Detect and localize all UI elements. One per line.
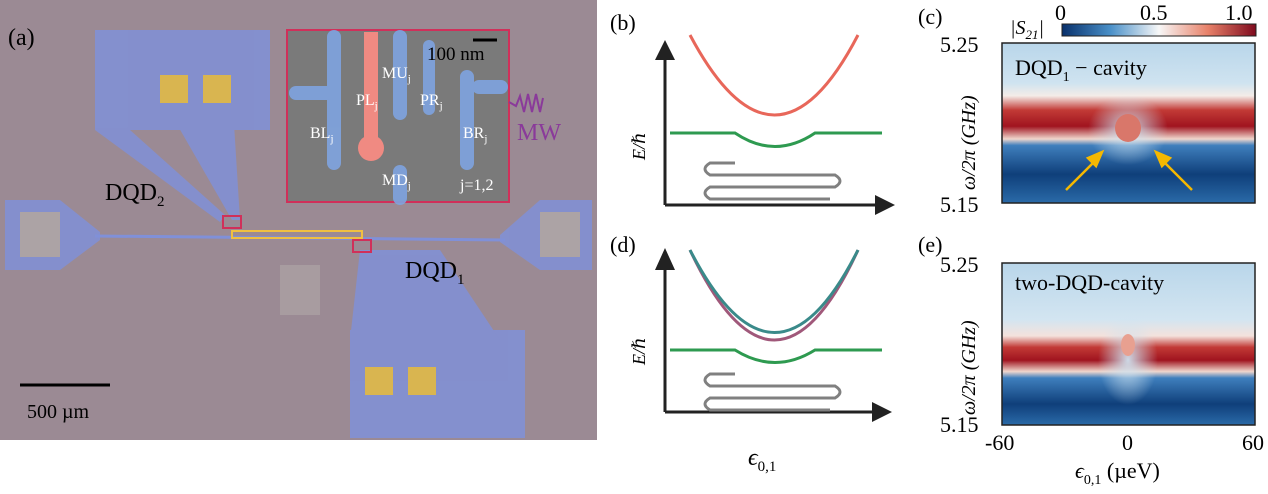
colorbar-tick: 0 bbox=[1055, 0, 1066, 25]
x-axis-arrow-icon bbox=[875, 195, 895, 215]
panel-label-b: (b) bbox=[610, 10, 636, 35]
y-axis-arrow-icon bbox=[655, 248, 675, 270]
arrow-head-icon bbox=[1085, 149, 1105, 169]
bond-pad bbox=[160, 75, 188, 103]
dqd2-box bbox=[222, 215, 242, 229]
y-label-e: ω/2π (GHz) bbox=[958, 320, 980, 415]
x-tick: 0 bbox=[1122, 430, 1133, 455]
dqd2-label: DQD2 bbox=[105, 180, 165, 210]
bond-pad bbox=[203, 75, 231, 103]
drive-signal bbox=[703, 372, 842, 412]
panel-b: (b) E/ℏ bbox=[610, 10, 895, 215]
arrow-head-icon bbox=[1153, 149, 1173, 169]
y-label-c: ω/2π (GHz) bbox=[958, 95, 980, 190]
colorbar-tick: 0.5 bbox=[1140, 0, 1168, 25]
sem-inset: 100 nm BLj PLj MUj PRj BRj MDj j=1,2 MW bbox=[286, 29, 561, 205]
panel-label-e: (e) bbox=[918, 232, 942, 257]
x-axis-arrow-icon bbox=[872, 402, 892, 422]
drive-signal bbox=[703, 161, 842, 201]
index-note: j=1,2 bbox=[459, 177, 493, 194]
inset-scale-label: 100 nm bbox=[427, 44, 485, 65]
cavity-right-port bbox=[500, 200, 592, 270]
x-tick: 60 bbox=[1242, 430, 1264, 455]
plunger-gate bbox=[364, 32, 378, 147]
panel-label-d: (d) bbox=[610, 232, 636, 257]
scale-bar-label: 500 µm bbox=[27, 401, 90, 423]
gate-electrodes bbox=[289, 30, 508, 205]
colorbar-label: |S21| bbox=[1010, 17, 1044, 42]
y-tick: 5.25 bbox=[940, 32, 979, 57]
bond-pad bbox=[365, 367, 393, 395]
gate-label-br: BRj bbox=[463, 125, 487, 145]
y-label-b: E/ℏ bbox=[629, 132, 649, 161]
dqd1-label: DQD1 bbox=[405, 258, 465, 288]
arrow-icon bbox=[1161, 159, 1193, 191]
panel-label-a: (a) bbox=[8, 25, 35, 51]
annotation-c: DQD1 − cavity bbox=[1015, 55, 1147, 85]
y-tick: 5.25 bbox=[940, 252, 979, 277]
y-tick: 5.15 bbox=[940, 192, 979, 217]
panel-label-c: (c) bbox=[918, 4, 942, 29]
x-label-d: ϵ0,1 bbox=[748, 445, 776, 475]
cavity-highlight bbox=[231, 230, 363, 239]
central-feature bbox=[1121, 334, 1135, 356]
cavity-left-port bbox=[5, 200, 100, 270]
panel-c: (c) DQD1 − cavity 5.25 5.15 ω/2π (GHz) bbox=[918, 4, 1256, 217]
x-label-e: ϵ0,1 (µeV) bbox=[1075, 458, 1160, 488]
plunger-tip bbox=[358, 135, 384, 161]
middle-branch-curve bbox=[670, 348, 882, 364]
dqd1-box bbox=[352, 239, 372, 253]
arrow-icon bbox=[1065, 159, 1097, 191]
colorbar: |S21| 0 0.5 1.0 bbox=[1010, 0, 1257, 42]
upper-branch-curve bbox=[688, 34, 860, 117]
gate-label-pr: PRj bbox=[420, 92, 443, 112]
colorbar-gradient bbox=[1061, 23, 1257, 37]
central-feature bbox=[1115, 114, 1141, 142]
anticrossing-region bbox=[1098, 315, 1158, 405]
x-tick: -60 bbox=[985, 430, 1014, 455]
gate-label-md: MDj bbox=[382, 172, 411, 192]
gate-label-bl: BLj bbox=[310, 125, 334, 145]
bond-pad bbox=[408, 367, 436, 395]
colorbar-tick: 1.0 bbox=[1225, 0, 1253, 25]
mw-label: MW bbox=[517, 120, 561, 146]
panel-a: (a) DQD2 DQD1 500 µm 100 nm BLj PLj bbox=[0, 0, 597, 440]
arrows bbox=[1065, 149, 1193, 191]
heatmap-frame bbox=[1001, 42, 1256, 204]
heatmap-frame bbox=[1001, 262, 1256, 426]
gate-label-pl: PLj bbox=[356, 92, 378, 112]
pad bbox=[280, 265, 320, 315]
middle-branch-curve bbox=[670, 131, 882, 148]
panel-d: (d) E/ℏ ϵ0,1 bbox=[610, 232, 892, 475]
microwave-icon bbox=[508, 92, 544, 113]
y-axis-arrow-icon bbox=[655, 40, 675, 60]
annotation-e: two-DQD-cavity bbox=[1015, 270, 1164, 295]
lower-hybrid-curve bbox=[688, 249, 860, 342]
panel-e: (e) two-DQD-cavity 5.25 5.15 ω/2π (GHz) … bbox=[918, 232, 1264, 488]
y-label-d: E/ℏ bbox=[629, 337, 649, 366]
y-tick: 5.15 bbox=[940, 412, 979, 437]
upper-hybrid-curve bbox=[688, 249, 860, 334]
gate-label-mu: MUj bbox=[382, 65, 411, 85]
